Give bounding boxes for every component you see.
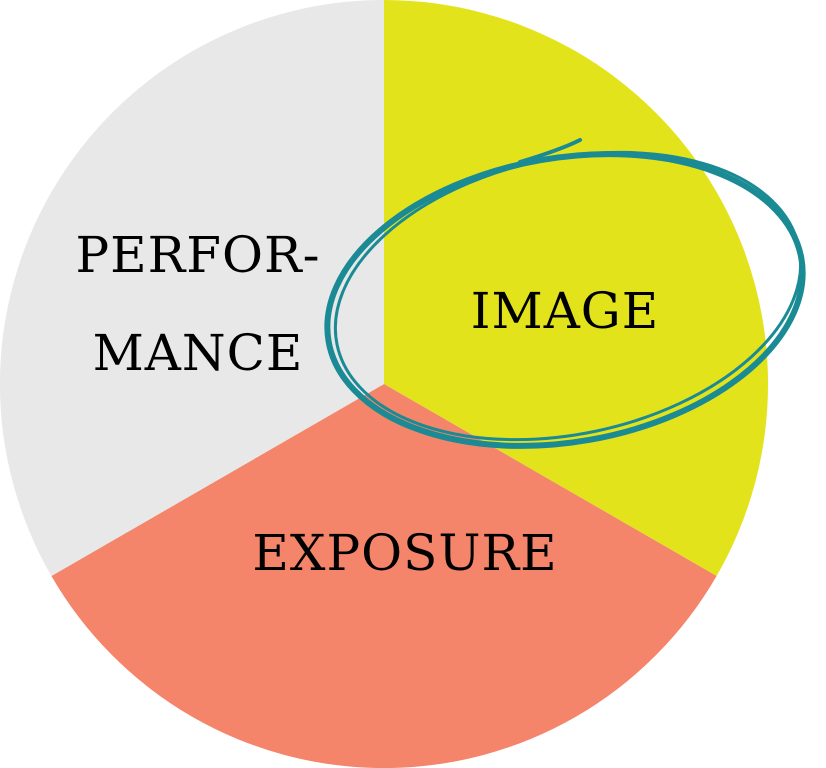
segment-image [384,0,768,576]
label-performance-line2: MANCE [93,324,304,382]
highlight-circle-marker [324,138,806,449]
segment-performance [0,0,384,576]
label-performance-line1: PERFOR- [75,226,320,284]
label-image: IMAGE [471,282,660,340]
segment-exposure [51,384,717,768]
label-exposure: EXPOSURE [252,524,557,582]
